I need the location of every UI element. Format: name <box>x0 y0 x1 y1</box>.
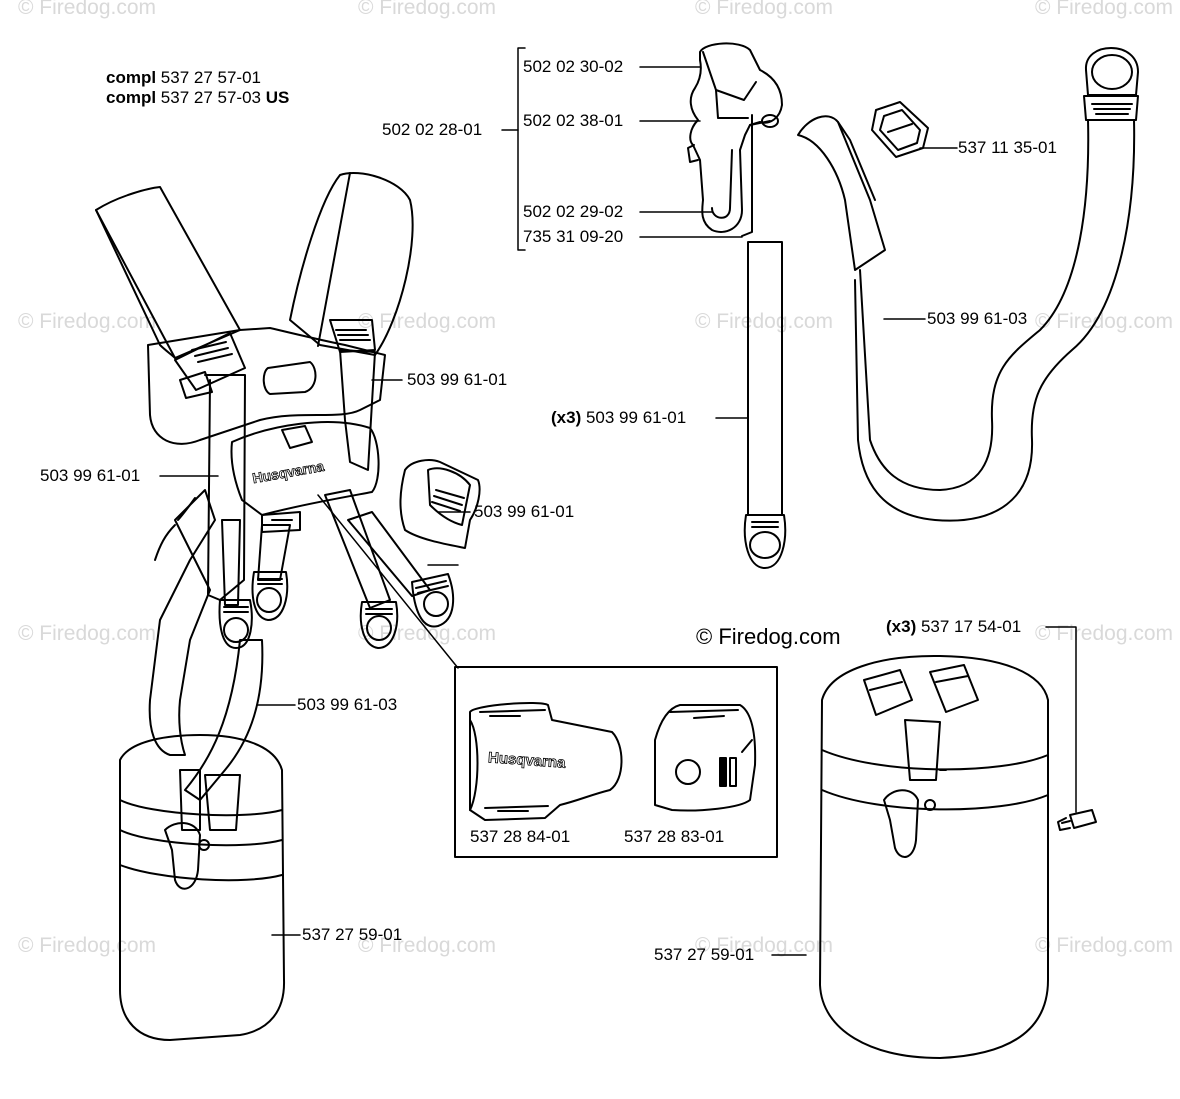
inset-box <box>454 666 778 858</box>
watermark: © Firedog.com <box>358 934 497 957</box>
part-label[interactable]: 503 99 61-03 <box>297 695 398 714</box>
header-part-number: 537 27 57-03 <box>160 88 261 107</box>
slide-buckle <box>871 101 958 158</box>
long-strap-curved <box>797 47 1139 522</box>
watermark: © Firedog.com <box>1035 934 1174 957</box>
screw <box>1045 626 1097 831</box>
watermark: © Firedog.com <box>18 934 157 957</box>
collection-bag-left <box>119 734 301 1041</box>
watermark: © Firedog.com <box>18 622 157 645</box>
part-label[interactable]: 503 99 61-01 <box>40 466 141 485</box>
header-part-number: 537 27 57-01 <box>160 68 261 87</box>
part-label[interactable]: 503 99 61-01 <box>407 370 508 389</box>
watermark: © Firedog.com <box>18 310 157 333</box>
part-label[interactable]: 503 99 61-01 <box>474 502 575 521</box>
watermark: © Firedog.com <box>695 310 834 333</box>
part-label[interactable]: 503 99 61-03 <box>927 309 1028 328</box>
quantity-prefix: (x3) <box>551 408 582 427</box>
leader-lines <box>639 66 743 238</box>
part-number: 503 99 61-01 <box>585 408 687 427</box>
short-strap <box>715 241 787 569</box>
part-label-x3[interactable]: (x3) 503 99 61-01 <box>551 408 686 428</box>
firedog-watermark: © Firedog.com <box>696 624 841 649</box>
header-line-2: compl 537 27 57-03 US <box>106 88 289 108</box>
watermark: © Firedog.com <box>1035 0 1174 19</box>
watermark: © Firedog.com <box>358 0 497 19</box>
watermark: © Firedog.com <box>358 310 497 333</box>
assembly-header: compl 537 27 57-01 compl 537 27 57-03 US <box>106 68 289 108</box>
header-region-suffix: US <box>265 88 290 107</box>
part-label[interactable]: 537 11 35-01 <box>958 138 1057 157</box>
part-label[interactable]: 735 31 09-20 <box>523 227 624 246</box>
header-prefix: compl <box>106 88 157 107</box>
watermark: © Firedog.com <box>695 0 834 19</box>
part-label[interactable]: 537 27 59-01 <box>654 945 755 964</box>
header-line-1: compl 537 27 57-01 <box>106 68 289 88</box>
part-label[interactable]: 502 02 38-01 <box>523 111 624 130</box>
part-label[interactable]: 537 27 59-01 <box>302 925 403 944</box>
part-number: 537 17 54-01 <box>920 617 1022 636</box>
quantity-prefix: (x3) <box>886 617 917 636</box>
watermark: © Firedog.com <box>18 0 157 19</box>
collection-bag-right <box>771 654 1049 1059</box>
part-label[interactable]: 537 28 83-01 <box>624 827 725 846</box>
header-prefix: compl <box>106 68 157 87</box>
hook-assembly <box>687 42 783 237</box>
part-label[interactable]: 502 02 30-02 <box>523 57 624 76</box>
part-label[interactable]: 502 02 29-02 <box>523 202 624 221</box>
bracket-group <box>501 47 526 251</box>
watermark: © Firedog.com <box>695 934 834 957</box>
part-label-x3[interactable]: (x3) 537 17 54-01 <box>886 617 1021 637</box>
part-label[interactable]: 537 28 84-01 <box>470 827 571 846</box>
harness <box>95 171 481 801</box>
watermark: © Firedog.com <box>1035 310 1174 333</box>
part-label[interactable]: 502 02 28-01 <box>382 120 483 139</box>
